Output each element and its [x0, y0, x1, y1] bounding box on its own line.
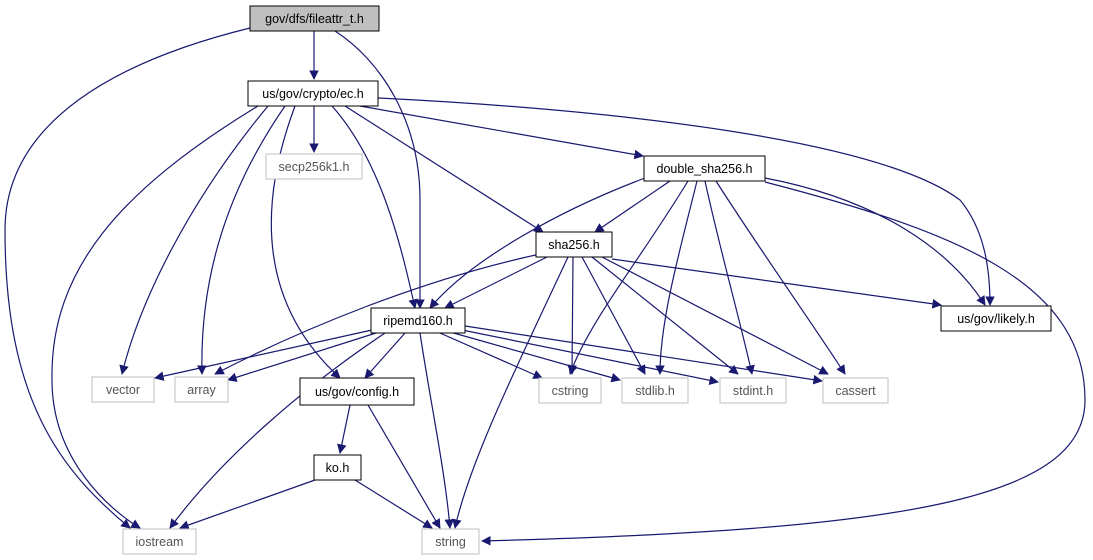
node-label: stdint.h	[733, 384, 773, 398]
edge-dsha-stdint	[704, 180, 755, 375]
edge-dsha-ripemd	[429, 177, 646, 309]
edge-ripemd-cstring	[439, 332, 543, 379]
edge-dsha-likely	[764, 177, 986, 306]
edge-ripemd-cassert	[464, 325, 823, 385]
edge-sha-stdint	[591, 256, 739, 375]
node-label: cassert	[835, 384, 876, 398]
edge-ec-sha	[344, 105, 544, 233]
node-ripemd160[interactable]: ripemd160.h	[370, 307, 466, 334]
edge-ripemd-iostream	[169, 332, 386, 529]
node-vector[interactable]: vector	[91, 376, 155, 403]
edge-ripemd-string	[419, 332, 455, 529]
edge-ec-array	[196, 105, 286, 375]
edge-ko-iostream	[179, 479, 316, 530]
node-config[interactable]: us/gov/config.h	[299, 377, 415, 406]
edge-sha-likely	[611, 258, 942, 309]
node-label: stdlib.h	[635, 384, 675, 398]
node-label: secp256k1.h	[279, 160, 350, 174]
edge-dsha-cassert	[715, 180, 846, 375]
node-secp256k1[interactable]: secp256k1.h	[265, 153, 363, 180]
node-label: sha256.h	[548, 238, 599, 252]
edge-root-ripemd	[334, 30, 425, 309]
node-likely[interactable]: us/gov/likely.h	[940, 305, 1052, 332]
node-label: us/gov/config.h	[315, 385, 399, 399]
node-iostream[interactable]: iostream	[122, 528, 197, 555]
edge-sha-cassert	[601, 256, 829, 375]
node-label: double_sha256.h	[657, 162, 753, 176]
edge-ec-ripemd	[331, 105, 418, 309]
node-cstring[interactable]: cstring	[538, 377, 602, 404]
node-double-sha256[interactable]: double_sha256.h	[643, 155, 766, 182]
edge-ripemd-vector	[154, 329, 373, 381]
edge-ec-vector	[119, 105, 269, 375]
node-fileattr-t[interactable]: gov/dfs/fileattr_t.h	[249, 5, 380, 32]
edge-dsha-sha	[594, 180, 671, 233]
edge-config-string	[367, 404, 441, 529]
node-label: iostream	[136, 535, 184, 549]
edge-ec-iostream	[51, 105, 259, 529]
edge-ripemd-stdlib	[449, 331, 621, 383]
edge-config-ko	[337, 404, 351, 454]
edge-root-iostream	[4, 27, 251, 529]
node-ko[interactable]: ko.h	[313, 454, 362, 481]
node-stdlib[interactable]: stdlib.h	[621, 377, 689, 404]
node-label: ko.h	[326, 461, 350, 475]
node-string[interactable]: string	[421, 528, 480, 555]
edge-dsha-stdlib	[655, 180, 698, 375]
node-array[interactable]: array	[174, 376, 229, 403]
node-label: gov/dfs/fileattr_t.h	[265, 12, 364, 26]
node-ec[interactable]: us/gov/crypto/ec.h	[247, 80, 379, 107]
node-label: cstring	[552, 384, 589, 398]
edge-dsha-string	[481, 181, 1086, 546]
node-stdint[interactable]: stdint.h	[719, 377, 787, 404]
node-sha256[interactable]: sha256.h	[535, 231, 613, 258]
node-label: us/gov/likely.h	[957, 312, 1035, 326]
node-label: ripemd160.h	[383, 314, 453, 328]
edge-ec-dsha	[359, 105, 644, 160]
edge-ko-string	[354, 479, 433, 529]
edge-sha-string	[452, 256, 569, 529]
edge-ripemd-stdint	[461, 329, 719, 385]
edge-sha-ripemd	[444, 256, 548, 309]
node-label: string	[435, 535, 466, 549]
edge-ripemd-array	[227, 332, 377, 382]
node-label: us/gov/crypto/ec.h	[262, 87, 363, 101]
edge-ripemd-config	[364, 332, 406, 379]
node-label: array	[187, 383, 216, 397]
edge-sha-cstring	[567, 256, 577, 375]
node-cassert[interactable]: cassert	[822, 377, 889, 404]
edge-ec-likely	[377, 97, 995, 306]
edge-sha-stdlib	[581, 256, 646, 375]
edge-ec-config	[270, 105, 341, 379]
node-label: vector	[106, 383, 140, 397]
